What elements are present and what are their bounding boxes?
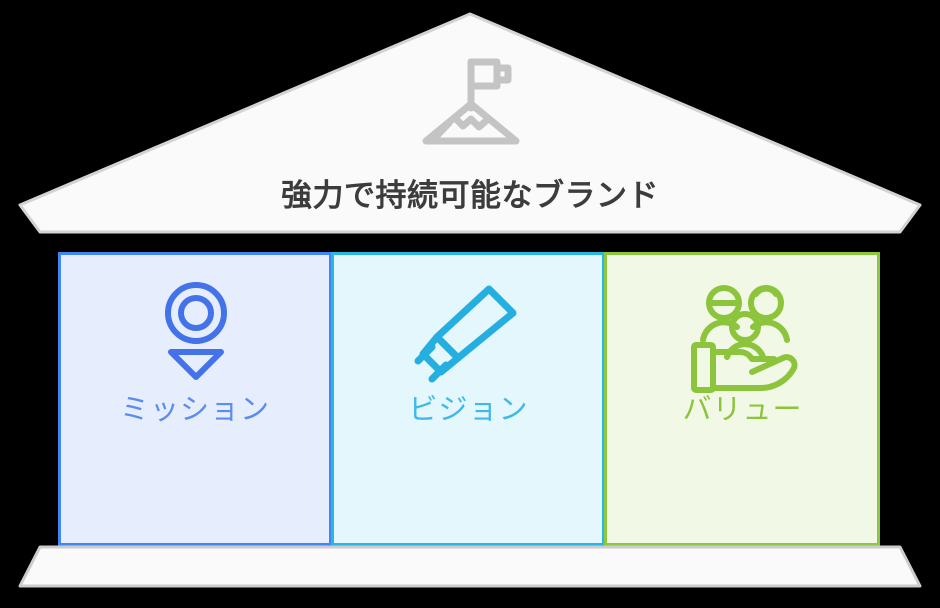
pillar-value[interactable]: [604, 252, 880, 546]
pillar-vision[interactable]: [331, 252, 605, 546]
people-in-hand-icon: [691, 285, 798, 393]
pillar-mission-box[interactable]: [58, 252, 332, 546]
base-shape: [18, 545, 922, 588]
telescope-icon: [414, 285, 517, 383]
pillar-value-box[interactable]: [604, 252, 880, 546]
pillar-mission[interactable]: [58, 252, 332, 546]
base-polygon: [18, 545, 922, 588]
pillar-vision-box[interactable]: [331, 252, 605, 546]
location-pin-target-icon: [165, 282, 227, 380]
mountain-flag-icon: [422, 58, 520, 145]
